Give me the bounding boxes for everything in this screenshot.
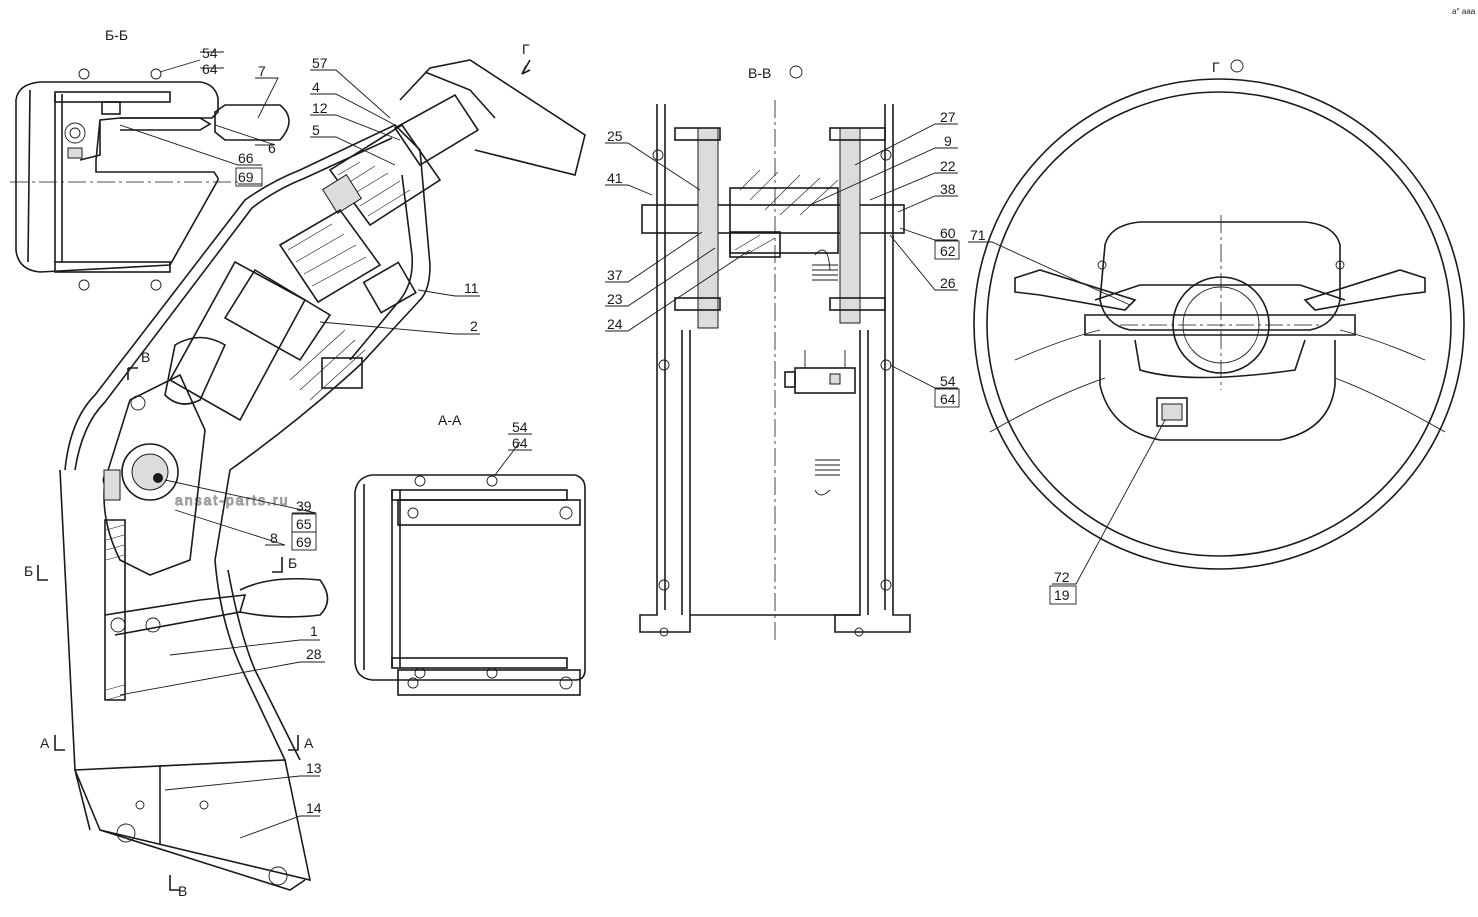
view-g-steering-wheel: Г 71 72 19 [968,59,1465,605]
section-aa-title: А-А [438,412,462,428]
callout-7: 7 [258,63,266,79]
callout-2: 2 [470,318,478,334]
section-bb-view: Б-Б 54 64 7 6 66 69 [10,27,290,291]
callout-66: 66 [238,150,254,166]
callout-25: 25 [607,128,623,144]
cut-marker-v-bottom: В [178,883,187,899]
cut-marker-b-left: Б [24,563,33,579]
callout-54-vv: 54 [940,373,956,389]
callout-69-top: 69 [238,169,254,185]
callout-5: 5 [312,122,320,138]
callout-13: 13 [306,760,322,776]
callout-38: 38 [940,181,956,197]
section-vv-view: В-В [605,65,960,640]
callout-64-aa: 64 [512,435,528,451]
callout-72: 72 [1054,569,1070,585]
main-side-view: В Б Б А А В Г 57 4 12 5 11 2 39 65 69 8 [24,41,586,899]
cut-marker-b-right: Б [288,555,297,571]
callout-57: 57 [312,55,328,71]
section-vv-title: В-В [748,65,771,81]
callout-41: 41 [607,170,623,186]
callout-39: 39 [296,498,312,514]
section-aa-view: А-А 54 64 [354,412,586,696]
callout-1: 1 [310,623,318,639]
callout-26: 26 [940,275,956,291]
callout-19: 19 [1054,587,1070,603]
callout-37: 37 [607,267,623,283]
callout-24: 24 [607,316,623,332]
callout-23: 23 [607,291,623,307]
callout-14: 14 [306,800,322,816]
callout-12: 12 [312,100,328,116]
corner-mark: а° ааа [1452,7,1476,16]
callout-62: 62 [940,243,956,259]
callout-22: 22 [940,158,956,174]
cut-marker-a-left: А [40,735,50,751]
callout-64-top: 64 [202,61,218,77]
section-bb-title: Б-Б [105,27,128,43]
cut-marker-a-right: А [304,735,314,751]
watermark-text: ansat-parts.ru [175,492,289,508]
callout-27: 27 [940,109,956,125]
cut-marker-v-top: В [141,349,150,365]
callout-71: 71 [970,227,986,243]
callout-9: 9 [944,133,952,149]
callout-60: 60 [940,225,956,241]
view-g-title: Г [1212,59,1220,75]
view-g-marker: Г [522,41,530,57]
callout-4: 4 [312,79,320,95]
callout-64-vv: 64 [940,391,956,407]
callout-69-mid: 69 [296,534,312,550]
callout-11: 11 [464,280,479,296]
callout-28: 28 [306,646,322,662]
callout-8: 8 [270,530,278,546]
callout-54-aa: 54 [512,419,528,435]
callout-6: 6 [268,140,276,156]
callout-65: 65 [296,516,312,532]
callout-54-top: 54 [202,45,218,61]
